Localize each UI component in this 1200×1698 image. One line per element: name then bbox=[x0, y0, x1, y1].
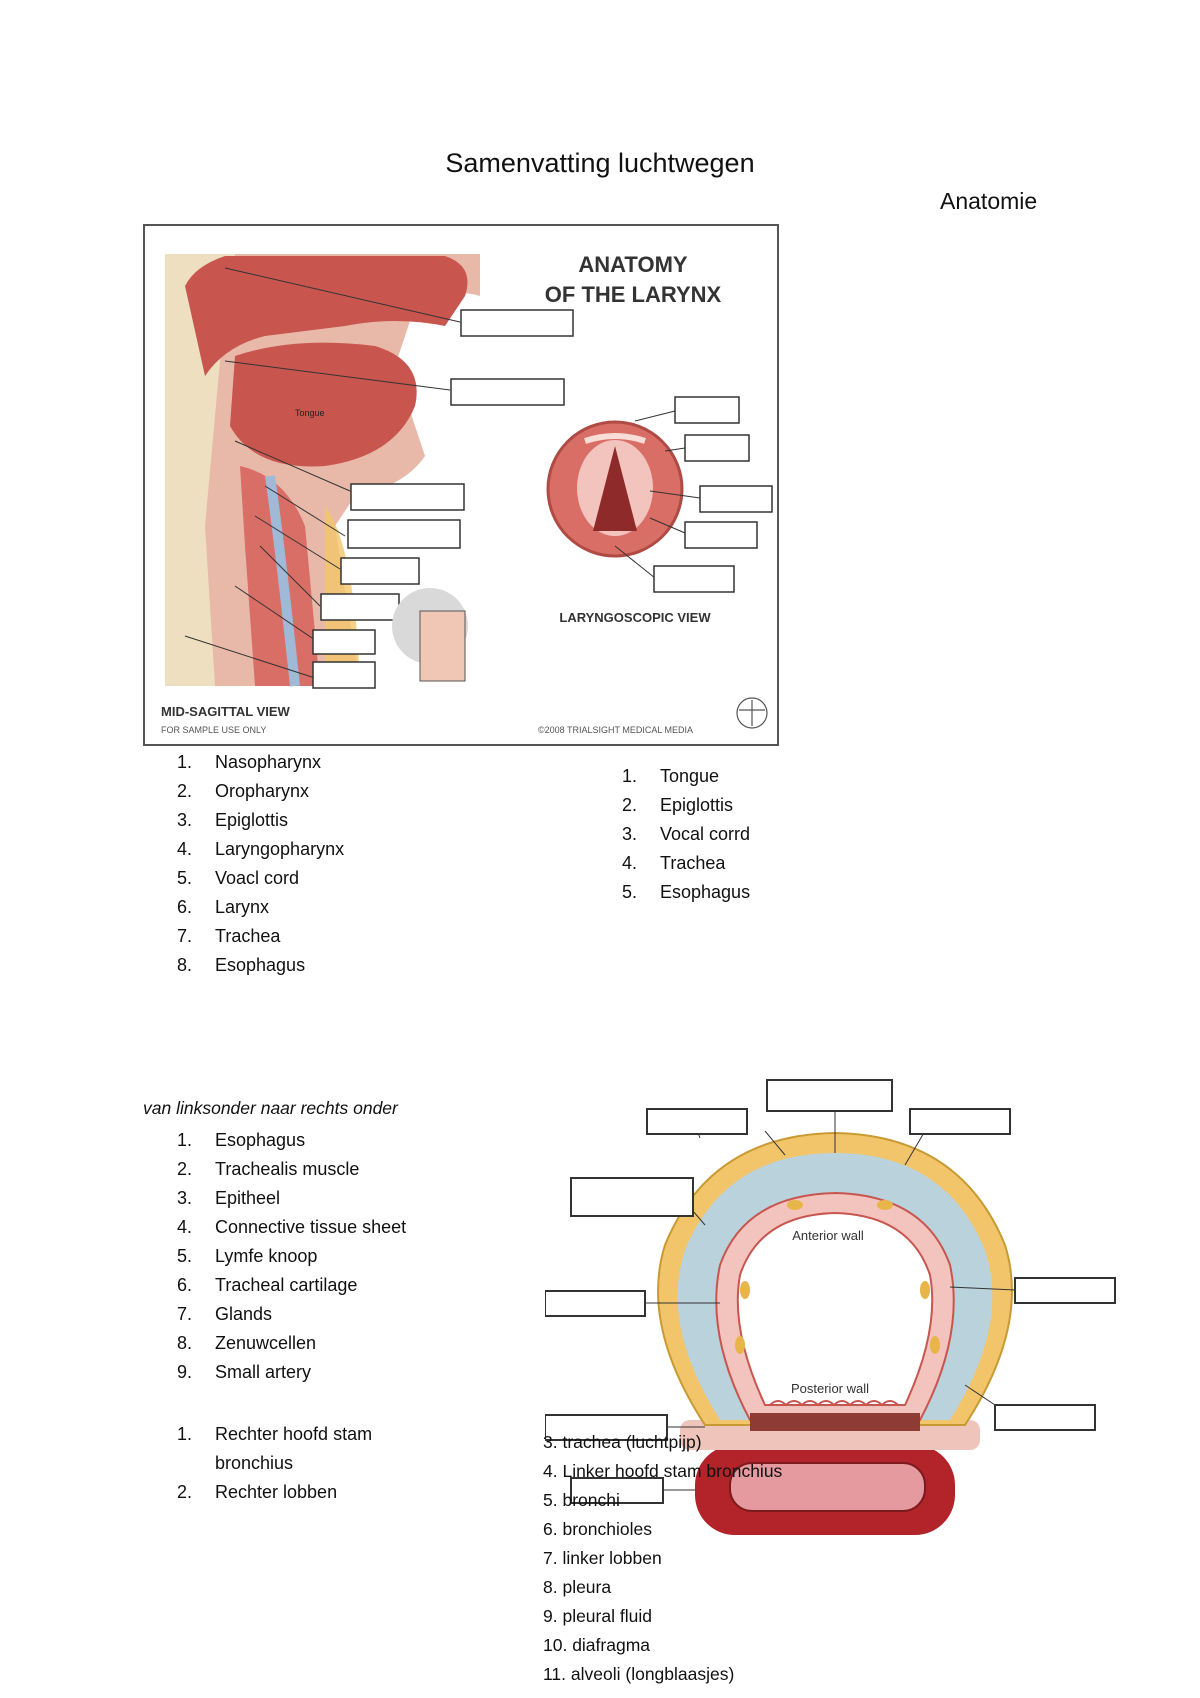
list-item: 4.Trachea bbox=[622, 853, 726, 873]
list-item: 9.Small artery bbox=[177, 1362, 312, 1382]
larynx-heading-2: OF THE LARYNX bbox=[545, 282, 722, 307]
list-item: 3. trachea (luchtpijp) bbox=[543, 1432, 702, 1452]
list-item: 4. Linker hoofd stam bronchius bbox=[543, 1461, 783, 1481]
list-item: 7. linker lobben bbox=[543, 1548, 662, 1568]
larynx-heading-1: ANATOMY bbox=[578, 252, 688, 277]
list-item: 6.Tracheal cartilage bbox=[177, 1275, 358, 1295]
list-item: 2.Oropharynx bbox=[177, 781, 310, 801]
bronchi-list-continued: 3. trachea (luchtpijp) 4. Linker hoofd s… bbox=[543, 1428, 923, 1689]
list-item: 8.Esophagus bbox=[177, 955, 306, 975]
laryngoscopic-label-boxes bbox=[653, 396, 773, 593]
bronchi-list: 1.Rechter hoofd stam bronchius 2.Rechter… bbox=[143, 1420, 443, 1507]
list-item: 2.Epiglottis bbox=[622, 795, 734, 815]
tongue-text: Tongue bbox=[295, 408, 325, 418]
larynx-figure: Tongue ANATOMY bbox=[143, 224, 779, 746]
list-item: 1.Esophagus bbox=[177, 1130, 306, 1150]
list-item: 6.Larynx bbox=[177, 897, 270, 917]
list-item: 7.Trachea bbox=[177, 926, 281, 946]
list-item: 10. diafragma bbox=[543, 1635, 651, 1655]
list-item: 8.Zenuwcellen bbox=[177, 1333, 317, 1353]
list-item: 4.Laryngopharynx bbox=[177, 839, 345, 859]
caption-midsagittal: MID-SAGITTAL VIEW bbox=[161, 704, 291, 719]
list-item: 2.Trachealis muscle bbox=[177, 1159, 360, 1179]
list-item: 5. bronchi bbox=[543, 1490, 620, 1510]
list-item: 3.Vocal corrd bbox=[622, 824, 751, 844]
list-item: 3.Epiglottis bbox=[177, 810, 289, 830]
list-item: 1.Nasopharynx bbox=[177, 752, 322, 772]
sagittal-label-boxes bbox=[312, 309, 574, 689]
list-item: 1.Tongue bbox=[622, 766, 720, 786]
page-title: Samenvatting luchtwegen bbox=[445, 148, 755, 178]
trachea-intro: van linksonder naar rechts onder bbox=[143, 1098, 398, 1118]
list-item: 8. pleura bbox=[543, 1577, 612, 1597]
page-subtitle: Anatomie bbox=[940, 188, 1038, 214]
trachea-illustration: Anterior wall Posterior wall bbox=[544, 1079, 1116, 1535]
larynx-illustration: Tongue ANATOMY bbox=[145, 226, 777, 744]
list-item: 1.Rechter hoofd stam bronchius bbox=[177, 1424, 373, 1473]
trachea-list: 1.Esophagus 2.Trachealis muscle 3.Epithe… bbox=[143, 1126, 543, 1387]
larynx-list-right: 1.Tongue 2.Epiglottis 3.Vocal corrd 4.Tr… bbox=[588, 762, 888, 907]
posterior-wall-text: Posterior wall bbox=[791, 1381, 869, 1396]
vitruvian-logo-icon bbox=[736, 697, 768, 729]
list-item: 9. pleural fluid bbox=[543, 1606, 652, 1626]
list-item: 5.Voacl cord bbox=[177, 868, 300, 888]
list-item: 3.Epitheel bbox=[177, 1188, 281, 1208]
list-item: 5.Esophagus bbox=[622, 882, 751, 902]
caption-laryngoscopic: LARYNGOSCOPIC VIEW bbox=[559, 610, 711, 625]
anterior-wall-text: Anterior wall bbox=[792, 1228, 864, 1243]
trachea-figure: Anterior wall Posterior wall bbox=[544, 1075, 1125, 1535]
larynx-list-left: 1.Nasopharynx 2.Oropharynx 3.Epiglottis … bbox=[143, 748, 543, 980]
list-item: 4.Connective tissue sheet bbox=[177, 1217, 407, 1237]
caption-copyright: ©2008 TRIALSIGHT MEDICAL MEDIA bbox=[538, 725, 693, 735]
list-item: 6. bronchioles bbox=[543, 1519, 652, 1539]
list-item: 7.Glands bbox=[177, 1304, 273, 1324]
list-item: 5.Lymfe knoop bbox=[177, 1246, 318, 1266]
list-item: 2.Rechter lobben bbox=[177, 1482, 338, 1502]
trachea-label-boxes bbox=[544, 1079, 1116, 1504]
caption-sample: FOR SAMPLE USE ONLY bbox=[161, 725, 266, 735]
list-item: 11. alveoli (longblaasjes) bbox=[543, 1664, 735, 1684]
